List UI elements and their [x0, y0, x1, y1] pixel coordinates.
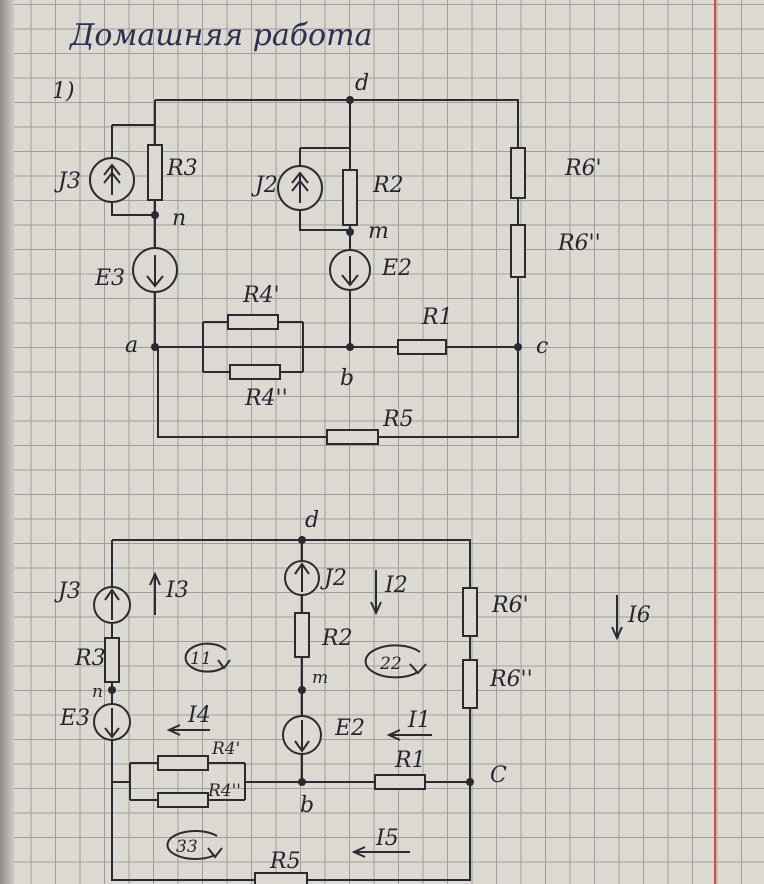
resistor-r5	[254, 872, 308, 884]
current-source-j3	[89, 157, 135, 203]
resistor-r4-2	[229, 364, 281, 380]
r6-2-label: R6''	[489, 667, 533, 692]
e2-label: E2	[381, 256, 412, 281]
node-c-label: C	[490, 763, 507, 788]
current-arrows	[149, 570, 623, 858]
resistor-r3	[147, 144, 163, 201]
resistor-r3	[104, 637, 120, 683]
resistor-r1	[397, 339, 447, 355]
i6-label: I6	[627, 603, 651, 628]
node-m-label: m	[312, 668, 328, 688]
j2-label: J2	[320, 566, 347, 591]
resistor-r2	[294, 612, 310, 658]
r4-2-label: R4''	[207, 781, 241, 801]
r6-1-label: R6'	[491, 593, 529, 618]
circuit-2: d n m b C J3 J2 R3 R2 E3 E2 R4' R4'' R1 …	[54, 508, 651, 884]
i4-label: I4	[187, 703, 211, 728]
current-source-j3	[93, 586, 131, 624]
r2-label: R2	[372, 173, 404, 198]
circuit-1: d n m a b c J3 J2 R3 R2 E3 E2 R4' R4'' R…	[54, 71, 602, 445]
i3-label: I3	[165, 578, 189, 603]
emf-source-e2	[329, 249, 371, 291]
title: Домашняя работа	[68, 18, 372, 53]
resistor-r6-1	[510, 147, 526, 199]
current-source-j2	[277, 165, 323, 211]
loop-33-label: 33	[176, 837, 198, 857]
resistor-r6-1	[462, 587, 478, 637]
e3-label: E3	[59, 706, 90, 731]
r1-label: R1	[394, 748, 426, 773]
node-b-label: b	[340, 366, 354, 391]
resistor-r4-1	[227, 314, 279, 330]
i5-label: I5	[375, 826, 399, 851]
node-c-label: c	[536, 334, 548, 359]
r5-label: R5	[382, 407, 414, 432]
r5-label: R5	[269, 849, 301, 874]
r4-1-label: R4'	[211, 739, 240, 759]
resistor-r2	[342, 169, 358, 226]
emf-source-e3	[132, 247, 178, 293]
i1-label: I1	[407, 708, 431, 733]
task-number: 1)	[52, 79, 75, 104]
r4-1-label: R4'	[242, 283, 280, 308]
resistor-r6-2	[462, 659, 478, 709]
node-b-label: b	[300, 793, 314, 818]
r2-label: R2	[321, 626, 353, 651]
e3-label: E3	[94, 266, 125, 291]
r4-2-label: R4''	[244, 386, 288, 411]
node-n-label: n	[172, 206, 186, 231]
node-a-label: a	[125, 333, 138, 358]
page-edge	[0, 0, 14, 884]
node-d-label: d	[305, 508, 319, 533]
node-n-label: n	[92, 682, 103, 702]
emf-source-e3	[93, 703, 131, 741]
r1-label: R1	[421, 305, 453, 330]
resistor-r6-2	[510, 224, 526, 278]
resistor-r5	[326, 429, 379, 445]
r3-label: R3	[74, 646, 106, 671]
i2-label: I2	[384, 573, 408, 598]
node-m-label: m	[368, 219, 389, 244]
current-source-j2	[284, 560, 320, 596]
loop-11-label: 11	[190, 649, 212, 669]
j2-label: J2	[251, 173, 278, 198]
resistor-r4-1	[157, 755, 209, 771]
margin-line	[714, 0, 716, 884]
r3-label: R3	[166, 156, 198, 181]
j3-label: J3	[54, 579, 81, 604]
emf-source-e2	[282, 715, 322, 755]
loop-22-label: 22	[379, 654, 402, 674]
node-d-label: d	[355, 71, 369, 96]
resistor-r1	[374, 774, 426, 790]
loop-markers	[166, 642, 427, 860]
resistor-r4-2	[157, 792, 209, 808]
e2-label: E2	[334, 716, 365, 741]
r6-1-label: R6'	[564, 156, 602, 181]
r6-2-label: R6''	[557, 231, 601, 256]
j3-label: J3	[54, 169, 81, 194]
